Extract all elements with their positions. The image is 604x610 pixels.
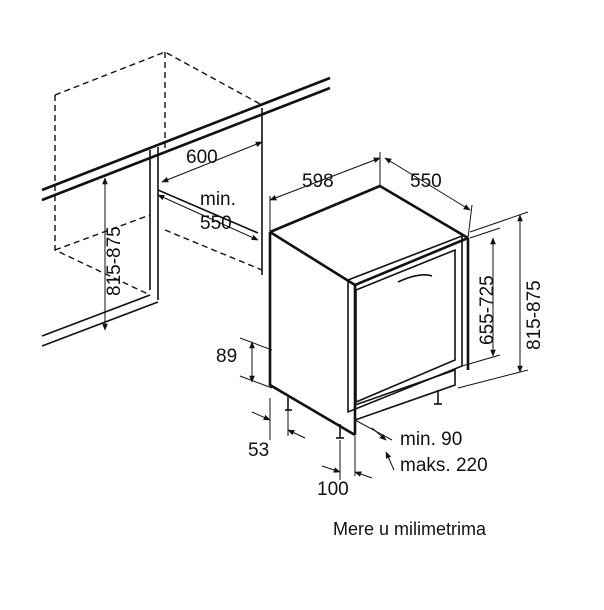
label-cabinet-height: 815-875 — [104, 226, 125, 296]
label-plinth-min: min. 90 — [400, 429, 462, 450]
dishwasher-body — [268, 184, 470, 439]
label-appliance-depth: 550 — [410, 171, 442, 192]
label-appliance-height: 815-875 — [524, 280, 545, 350]
label-door-height: 655-725 — [477, 275, 498, 345]
label-base-height: 89 — [216, 346, 237, 367]
label-cabinet-depth-min: min. — [200, 189, 236, 210]
label-appliance-width: 598 — [302, 171, 334, 192]
label-plinth-depth: 100 — [317, 479, 349, 500]
caption: Mere u milimetrima — [333, 519, 487, 539]
label-cabinet-width: 600 — [186, 147, 218, 168]
dimension-lines — [102, 141, 529, 480]
label-plinth-max: maks. 220 — [400, 455, 488, 476]
label-foot-setback: 53 — [248, 440, 269, 461]
label-cabinet-depth-value: 550 — [200, 213, 232, 234]
countertop — [41, 76, 331, 275]
dimension-labels: 600 min. 550 815-875 598 550 655-725 815… — [104, 147, 545, 500]
